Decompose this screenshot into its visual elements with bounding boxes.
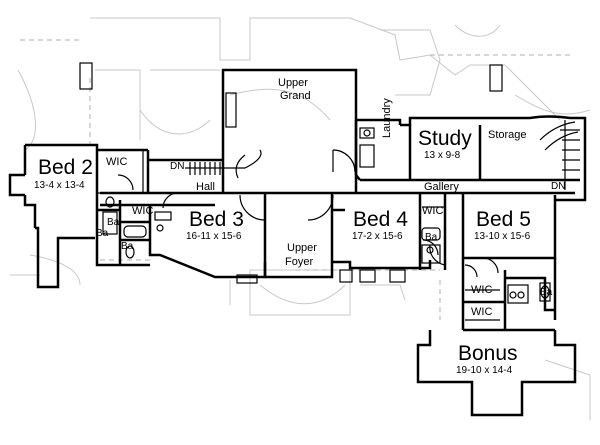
walls [8, 68, 587, 417]
room-bed2-dims: 13-4 x 13-4 [34, 180, 85, 191]
room-bed2-name: Bed 2 [38, 156, 93, 179]
room-bed3-name: Bed 3 [189, 208, 244, 231]
label-ba-left-1: Ba [107, 217, 120, 228]
room-study-dims: 13 x 9-8 [424, 150, 461, 161]
label-ba-left-2: Ba [96, 228, 109, 239]
room-upper-foyer-line1: Upper [287, 242, 317, 254]
room-bonus-name: Bonus [458, 342, 518, 365]
room-bed3-dims: 16-11 x 15-6 [186, 231, 242, 242]
label-wic-bonus-top: WIC [471, 284, 493, 296]
room-bed4-dims: 17-2 x 15-6 [352, 231, 403, 242]
room-upper-grand-line2: Grand [280, 90, 311, 102]
label-wic-bonus-bottom: WIC [471, 306, 493, 318]
label-dn-right: DN [551, 181, 566, 192]
label-ba-bed4: Ba [425, 232, 438, 243]
label-wic-bed2: WIC [106, 156, 128, 168]
room-storage: Storage [488, 129, 527, 141]
room-upper-foyer-line2: Foyer [285, 256, 314, 268]
room-bed4-name: Bed 4 [353, 208, 408, 231]
left-stair [185, 149, 262, 179]
room-bed5-name: Bed 5 [476, 208, 531, 231]
room-upper-grand-line1: Upper [278, 77, 308, 89]
label-ba-bed3: Ba [121, 241, 134, 252]
label-wic-bed3: WIC [132, 205, 154, 217]
label-ba-bed5: Ba [540, 287, 553, 298]
label-wic-bed4: WIC [422, 205, 444, 217]
room-bed5-dims: 13-10 x 15-6 [474, 231, 531, 242]
room-hall: Hall [196, 181, 215, 193]
label-dn-left: DN [170, 161, 185, 172]
room-gallery: Gallery [424, 181, 459, 193]
right-stair [539, 120, 580, 190]
room-study-name: Study [418, 127, 472, 150]
room-laundry: Laundry [381, 98, 393, 138]
details [79, 62, 580, 321]
room-bonus-dims: 19-10 x 14-4 [456, 365, 513, 376]
